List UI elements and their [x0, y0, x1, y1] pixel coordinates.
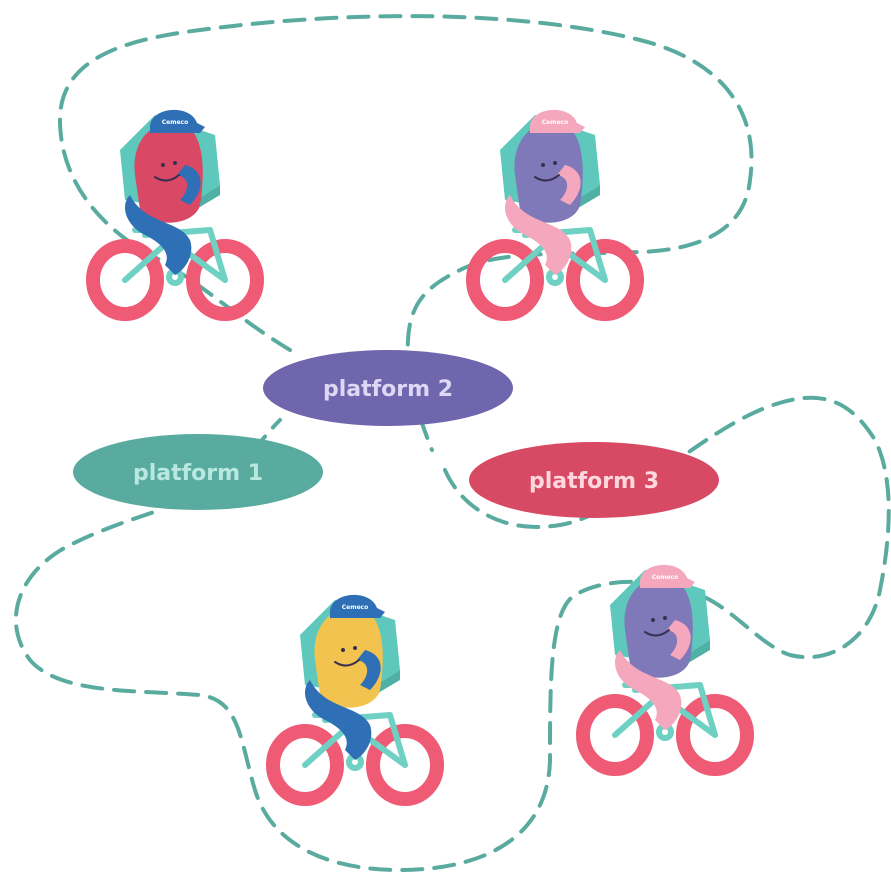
courier-3: Cemeco	[266, 594, 444, 806]
platform-2: platform 2	[263, 350, 513, 426]
route-top-loop	[57, 14, 754, 452]
courier-4-cap-text: Cemeco	[652, 574, 678, 581]
courier-2-illustration	[466, 109, 644, 321]
platform-1: platform 1	[73, 434, 323, 510]
courier-3-illustration	[266, 594, 444, 806]
courier-2: Cemeco	[466, 109, 644, 321]
courier-3-cap-text: Cemeco	[342, 604, 368, 611]
platform-1-ellipse	[73, 434, 323, 510]
courier-1-illustration	[86, 109, 264, 321]
courier-1-cap-text: Cemeco	[162, 119, 188, 126]
courier-1: Cemeco	[86, 109, 264, 321]
platform-3: platform 3	[469, 442, 719, 518]
courier-2-cap-text: Cemeco	[542, 119, 568, 126]
courier-4-illustration	[576, 564, 754, 776]
route-right-loop	[13, 395, 891, 873]
courier-4: Cemeco	[576, 564, 754, 776]
platform-2-ellipse	[263, 350, 513, 426]
platform-3-label: platform 3	[529, 469, 659, 494]
platform-3-ellipse	[469, 442, 719, 518]
platform-1-label: platform 1	[133, 461, 263, 486]
platform-2-label: platform 2	[323, 377, 453, 402]
